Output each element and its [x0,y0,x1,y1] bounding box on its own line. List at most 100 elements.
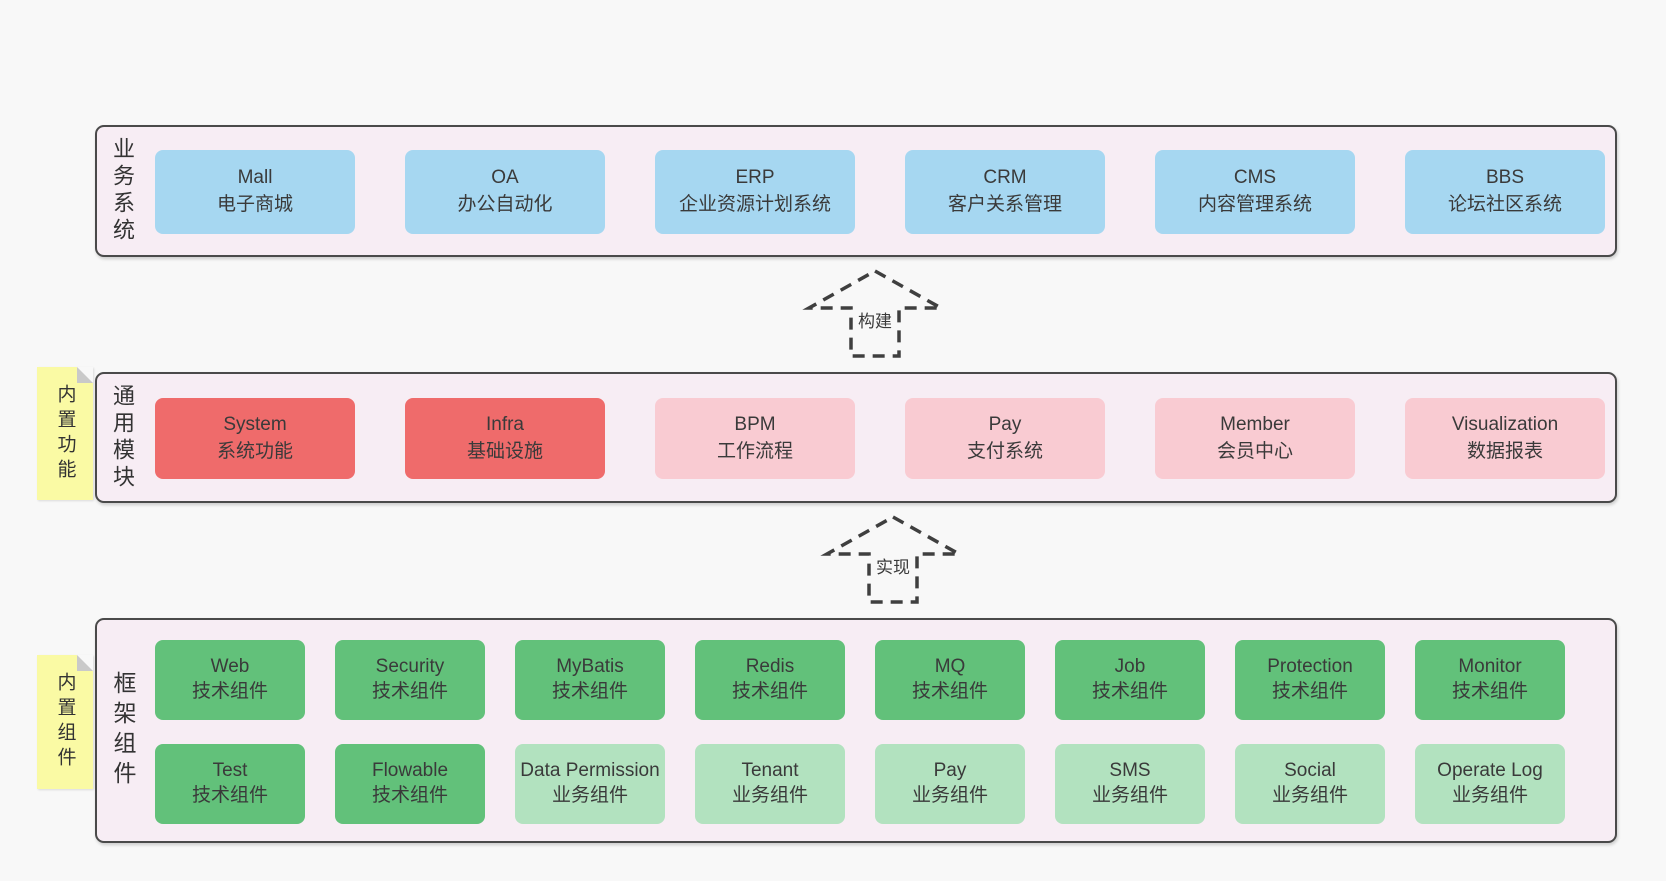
box-title: Security [375,656,445,678]
band-business-systems: 业务系统 Mall 电子商城 OA 办公自动化 ERP 企业资源计划系统 CRM… [95,125,1617,257]
box-title: SMS [1109,760,1151,782]
band-label-common-modules: 通用模块 [110,383,135,492]
box-subtitle: 客户关系管理 [947,194,1062,215]
sticky-built-in-components-label: 内置组件 [54,672,76,772]
box-title: OA [491,167,519,189]
box-visualization: Visualization 数据报表 [1405,398,1605,479]
box-title: Infra [485,413,525,435]
box-subtitle: 技术组件 [731,681,808,702]
band-framework-components: 框架组件 Web 技术组件 Security 技术组件 MyBatis 技术组件… [95,618,1617,843]
box-title: System [223,413,287,435]
box-monitor: Monitor 技术组件 [1415,640,1565,720]
box-title: BBS [1485,167,1525,189]
arrow-up-dashed-icon [820,514,966,604]
box-title: ERP [735,167,775,189]
box-infra: Infra 基础设施 [405,398,605,479]
band3-row-1: Web 技术组件 Security 技术组件 MyBatis 技术组件 Redi… [155,640,1565,720]
box-subtitle: 论坛社区系统 [1447,194,1562,215]
box-title: Test [212,760,248,782]
box-subtitle: 技术组件 [191,681,268,702]
box-title: Member [1220,413,1290,435]
band1-row: Mall 电子商城 OA 办公自动化 ERP 企业资源计划系统 CRM 客户关系… [155,150,1605,234]
box-subtitle: 技术组件 [911,681,988,702]
band-common-modules: 通用模块 System 系统功能 Infra 基础设施 BPM 工作流程 Pay… [95,372,1617,503]
box-system: System 系统功能 [155,398,355,479]
box-title: Visualization [1451,413,1559,435]
box-subtitle: 工作流程 [716,440,793,462]
box-erp: ERP 企业资源计划系统 [655,150,855,234]
box-subtitle: 会员中心 [1216,440,1293,462]
box-social: Social 业务组件 [1235,744,1385,824]
box-crm: CRM 客户关系管理 [905,150,1105,234]
box-title: MQ [934,656,966,678]
box-title: Data Permission [520,760,660,782]
box-bpm: BPM 工作流程 [655,398,855,479]
box-redis: Redis 技术组件 [695,640,845,720]
box-subtitle: 技术组件 [371,785,448,806]
box-subtitle: 业务组件 [1091,785,1168,806]
box-title: Tenant [741,760,799,782]
box-title: CMS [1233,167,1277,189]
band3-row-2: Test 技术组件 Flowable 技术组件 Data Permission … [155,744,1565,824]
box-subtitle: 技术组件 [371,681,448,702]
box-subtitle: 技术组件 [1451,681,1528,702]
box-subtitle: 技术组件 [191,785,268,806]
box-title: Web [210,656,250,678]
sticky-built-in-features: 内置功能 [37,367,93,500]
box-title: Social [1284,760,1336,782]
sticky-built-in-features-label: 内置功能 [54,383,76,484]
arrow-build-label: 构建 [855,312,895,333]
box-subtitle: 基础设施 [466,440,543,462]
box-subtitle: 企业资源计划系统 [678,194,831,215]
box-subtitle: 支付系统 [966,440,1043,462]
box-subtitle: 系统功能 [216,440,293,462]
box-subtitle: 业务组件 [1451,785,1528,806]
box-title: Pay [988,413,1022,435]
arrow-implement: 实现 [818,514,968,606]
box-title: Job [1114,656,1146,678]
box-member: Member 会员中心 [1155,398,1355,479]
box-subtitle: 技术组件 [551,681,628,702]
box-title: Protection [1267,656,1353,678]
box-subtitle: 电子商城 [216,194,293,215]
arrow-up-dashed-icon [802,268,948,358]
box-subtitle: 业务组件 [1271,785,1348,806]
box-subtitle: 数据报表 [1466,440,1543,462]
box-title: Mall [237,167,273,189]
sticky-built-in-components: 内置组件 [37,655,93,789]
band2-row: System 系统功能 Infra 基础设施 BPM 工作流程 Pay 支付系统… [155,398,1605,479]
box-bbs: BBS 论坛社区系统 [1405,150,1605,234]
box-mq: MQ 技术组件 [875,640,1025,720]
box-security: Security 技术组件 [335,640,485,720]
box-title: Operate Log [1437,760,1543,782]
box-title: Redis [745,656,795,678]
box-pay-component: Pay 业务组件 [875,744,1025,824]
box-test: Test 技术组件 [155,744,305,824]
box-mall: Mall 电子商城 [155,150,355,234]
box-operate-log: Operate Log 业务组件 [1415,744,1565,824]
box-sms: SMS 业务组件 [1055,744,1205,824]
box-flowable: Flowable 技术组件 [335,744,485,824]
box-pay-module: Pay 支付系统 [905,398,1105,479]
box-title: Monitor [1458,656,1522,678]
box-subtitle: 业务组件 [731,785,808,806]
box-subtitle: 技术组件 [1271,681,1348,702]
band-label-business-systems: 业务系统 [110,137,135,245]
box-data-permission: Data Permission 业务组件 [515,744,665,824]
box-web: Web 技术组件 [155,640,305,720]
box-title: MyBatis [556,656,624,678]
box-oa: OA 办公自动化 [405,150,605,234]
box-job: Job 技术组件 [1055,640,1205,720]
box-subtitle: 业务组件 [551,785,628,806]
box-tenant: Tenant 业务组件 [695,744,845,824]
band-label-framework-components: 框架组件 [110,670,136,791]
box-subtitle: 内容管理系统 [1197,194,1312,215]
arrow-build: 构建 [800,268,950,360]
box-subtitle: 业务组件 [911,785,988,806]
box-title: BPM [734,413,776,435]
arrow-implement-label: 实现 [873,558,913,579]
box-title: Flowable [371,760,449,782]
box-protection: Protection 技术组件 [1235,640,1385,720]
box-subtitle: 技术组件 [1091,681,1168,702]
